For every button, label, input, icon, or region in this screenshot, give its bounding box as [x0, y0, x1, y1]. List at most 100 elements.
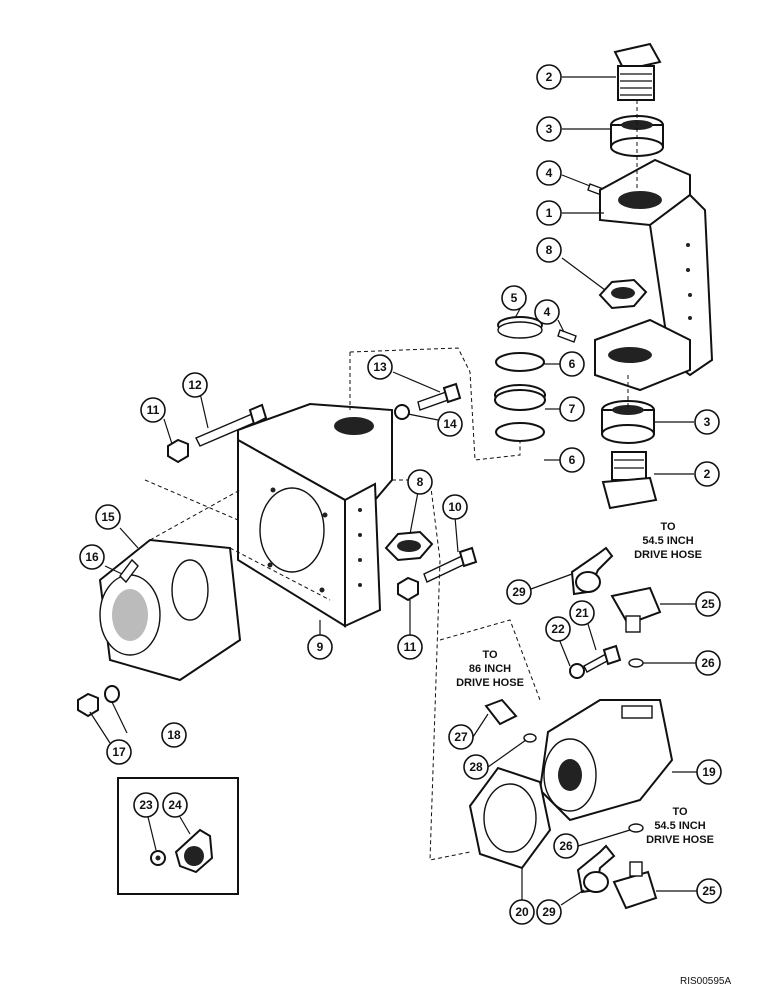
- callout-25b: 25: [696, 878, 722, 904]
- straight-fitting-lower: [612, 861, 658, 910]
- callout-12: 12: [182, 372, 208, 398]
- bolt-13: [417, 382, 462, 411]
- elbow-fitting-upper: [570, 546, 614, 596]
- svg-text:26: 26: [701, 656, 715, 670]
- callout-8a: 8: [536, 237, 562, 263]
- callout-24: 24: [162, 792, 188, 818]
- svg-text:7: 7: [569, 402, 576, 416]
- callout-4a: 4: [536, 160, 562, 186]
- svg-text:29: 29: [542, 905, 556, 919]
- callout-19: 19: [696, 759, 722, 785]
- callout-14: 14: [437, 411, 463, 437]
- bolt-12: [195, 403, 268, 447]
- o-ring-26-upper: [628, 658, 644, 668]
- note-86-drive-hose: TO 86 INCH DRIVE HOSE: [456, 649, 524, 689]
- callout-27: 27: [448, 724, 474, 750]
- svg-text:18: 18: [167, 728, 181, 742]
- hydraulic-pump: [538, 699, 674, 822]
- svg-text:DRIVE HOSE: DRIVE HOSE: [646, 834, 714, 846]
- washer-14: [394, 404, 410, 420]
- callout-29a: 29: [506, 579, 532, 605]
- svg-text:23: 23: [139, 798, 153, 812]
- callout-3a: 3: [536, 116, 562, 142]
- washer-22: [569, 663, 585, 679]
- svg-text:2: 2: [546, 70, 553, 84]
- svg-text:6: 6: [569, 453, 576, 467]
- svg-text:15: 15: [101, 510, 115, 524]
- callout-6a: 6: [559, 351, 585, 377]
- note-545-drive-hose-top: TO 54.5 INCH DRIVE HOSE: [634, 521, 702, 561]
- svg-text:16: 16: [85, 550, 99, 564]
- svg-text:4: 4: [544, 305, 551, 319]
- callout-11a: 11: [140, 397, 166, 423]
- o-ring-26-lower: [628, 823, 644, 833]
- plug-top: [613, 42, 662, 101]
- jam-nut-lower: [384, 530, 434, 562]
- assembly-path-upper: [349, 347, 521, 461]
- svg-text:29: 29: [512, 585, 526, 599]
- callout-26a: 26: [695, 650, 721, 676]
- mounting-gasket: [468, 766, 552, 870]
- svg-text:TO: TO: [482, 649, 498, 661]
- svg-text:21: 21: [575, 606, 589, 620]
- callout-7: 7: [559, 396, 585, 422]
- svg-text:22: 22: [551, 622, 565, 636]
- callout-1: 1: [536, 200, 562, 226]
- callout-8b: 8: [407, 469, 433, 495]
- grease-fitting-mid: [557, 329, 577, 343]
- svg-text:20: 20: [515, 905, 529, 919]
- svg-text:1: 1: [546, 206, 553, 220]
- pivot-bracket-assembly: [494, 42, 714, 510]
- bolt-21: [583, 644, 622, 673]
- svg-text:11: 11: [404, 640, 417, 654]
- callout-26b: 26: [553, 833, 579, 859]
- svg-text:17: 17: [112, 745, 126, 759]
- plug-lower: [601, 451, 658, 510]
- hose-clamp-24: [174, 828, 214, 874]
- nut-17: [77, 692, 99, 718]
- callout-5: 5: [501, 285, 527, 311]
- callout-2b: 2: [694, 461, 720, 487]
- callout-13: 13: [367, 354, 393, 380]
- callout-9: 9: [307, 634, 333, 660]
- fitting-27: [484, 698, 518, 726]
- washer-18: [104, 685, 120, 703]
- svg-text:24: 24: [168, 798, 182, 812]
- svg-text:27: 27: [454, 730, 468, 744]
- callout-28: 28: [463, 754, 489, 780]
- callout-4b: 4: [534, 299, 560, 325]
- svg-text:11: 11: [147, 403, 160, 417]
- callout-18: 18: [161, 722, 187, 748]
- svg-text:10: 10: [448, 500, 462, 514]
- svg-text:DRIVE HOSE: DRIVE HOSE: [634, 549, 702, 561]
- jam-nut-upper: [598, 278, 648, 310]
- thrust-washer-upper: [495, 352, 545, 372]
- callout-22: 22: [545, 616, 571, 642]
- nut-11-upper: [167, 438, 189, 464]
- elbow-fitting-lower: [576, 844, 616, 894]
- callout-21: 21: [569, 600, 595, 626]
- callout-2a: 2: [536, 64, 562, 90]
- thrust-washer-lower: [495, 422, 545, 442]
- callout-15: 15: [95, 504, 121, 530]
- svg-text:12: 12: [188, 378, 202, 392]
- callout-3b: 3: [694, 409, 720, 435]
- callout-17: 17: [106, 739, 132, 765]
- svg-text:86 INCH: 86 INCH: [469, 663, 511, 675]
- svg-text:2: 2: [704, 467, 711, 481]
- svg-text:3: 3: [704, 415, 711, 429]
- bearing-lower: [601, 400, 655, 444]
- motor-mount-plate: [237, 402, 393, 628]
- callout-11b: 11: [397, 634, 423, 660]
- callout-23: 23: [133, 792, 159, 818]
- nut-11-lower: [397, 576, 419, 602]
- svg-text:13: 13: [373, 360, 387, 374]
- svg-text:9: 9: [317, 640, 324, 654]
- straight-fitting-upper: [610, 586, 662, 633]
- callout-16: 16: [79, 544, 105, 570]
- svg-text:3: 3: [546, 122, 553, 136]
- svg-text:54.5 INCH: 54.5 INCH: [654, 820, 705, 832]
- svg-text:25: 25: [702, 884, 716, 898]
- note-545-drive-hose-bottom: TO 54.5 INCH DRIVE HOSE: [646, 806, 714, 846]
- svg-text:14: 14: [443, 417, 457, 431]
